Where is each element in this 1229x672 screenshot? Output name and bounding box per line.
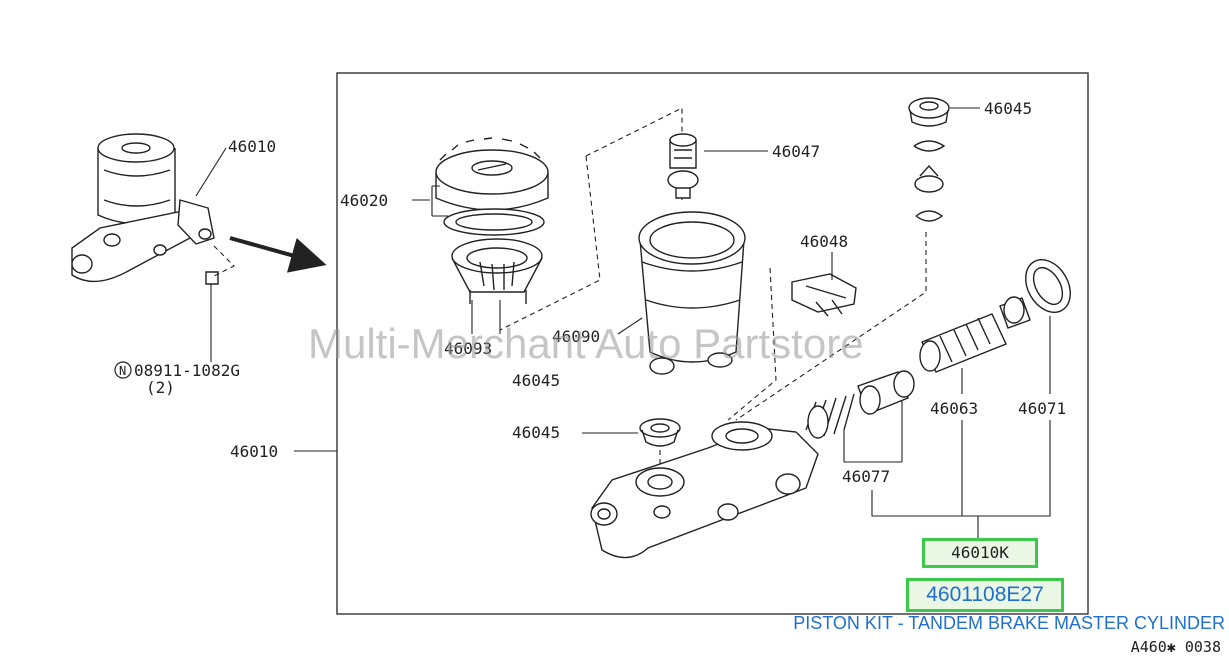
nut-symbol-icon (114, 361, 132, 379)
label-valve: 46047 (772, 142, 820, 161)
piston-secondary-drawing (805, 370, 915, 439)
leader-piston-secondary (843, 400, 903, 463)
reservoir-drawing (638, 211, 746, 375)
svg-text:N: N (119, 364, 126, 378)
label-boot: 46071 (1018, 399, 1066, 418)
label-bolt-qty: (2) (146, 378, 175, 397)
grommet-stack-drawing (908, 97, 950, 222)
label-reservoir: 46090 (552, 327, 600, 346)
align-grommet-top (735, 232, 927, 421)
leader-assy-top (195, 147, 227, 197)
master-cylinder-body-drawing (590, 421, 819, 559)
diagram-reference-code: A460✱ 0038 (1130, 638, 1221, 656)
piston-primary-drawing (919, 296, 1031, 373)
strainer-drawing (451, 238, 543, 304)
valve-drawing (667, 133, 699, 199)
align-strainer (499, 155, 601, 331)
explode-arrow (229, 236, 327, 273)
align-cap (585, 107, 683, 200)
label-assy-top: 46010 (228, 137, 276, 156)
diagram-frame (336, 72, 1089, 615)
label-strainer: 46093 (444, 339, 492, 358)
label-piston-primary: 46063 (930, 399, 978, 418)
reservoir-cap-drawing (435, 137, 549, 236)
kit-bracket (871, 420, 1051, 538)
leader-reservoir (617, 317, 643, 335)
leader-cap (412, 185, 448, 217)
boot-drawing (1025, 259, 1071, 313)
part-description-link[interactable]: PISTON KIT - TANDEM BRAKE MASTER CYLINDE… (793, 613, 1225, 633)
leader-strainer (471, 300, 501, 334)
part-number-link[interactable]: 4601108E27 (906, 578, 1064, 612)
grommet-left-drawing (639, 418, 681, 447)
fluid-level-switch-drawing (791, 273, 857, 317)
label-grommet-center: 46045 (512, 371, 560, 390)
label-grommet-left: 46045 (512, 423, 560, 442)
label-cap: 46020 (340, 191, 388, 210)
label-switch: 46048 (800, 232, 848, 251)
label-grommet-top: 46045 (984, 99, 1032, 118)
kit-number-link[interactable]: 46010K (922, 538, 1038, 568)
align-reservoir (727, 267, 777, 421)
assembled-master-cylinder-drawing (71, 133, 235, 285)
label-piston-secondary: 46077 (842, 467, 890, 486)
label-bolt-number: 08911-1082G (134, 361, 240, 380)
label-assy-main: 46010 (230, 442, 278, 461)
bolt-callout: N 08911-1082G (2) (114, 361, 240, 397)
